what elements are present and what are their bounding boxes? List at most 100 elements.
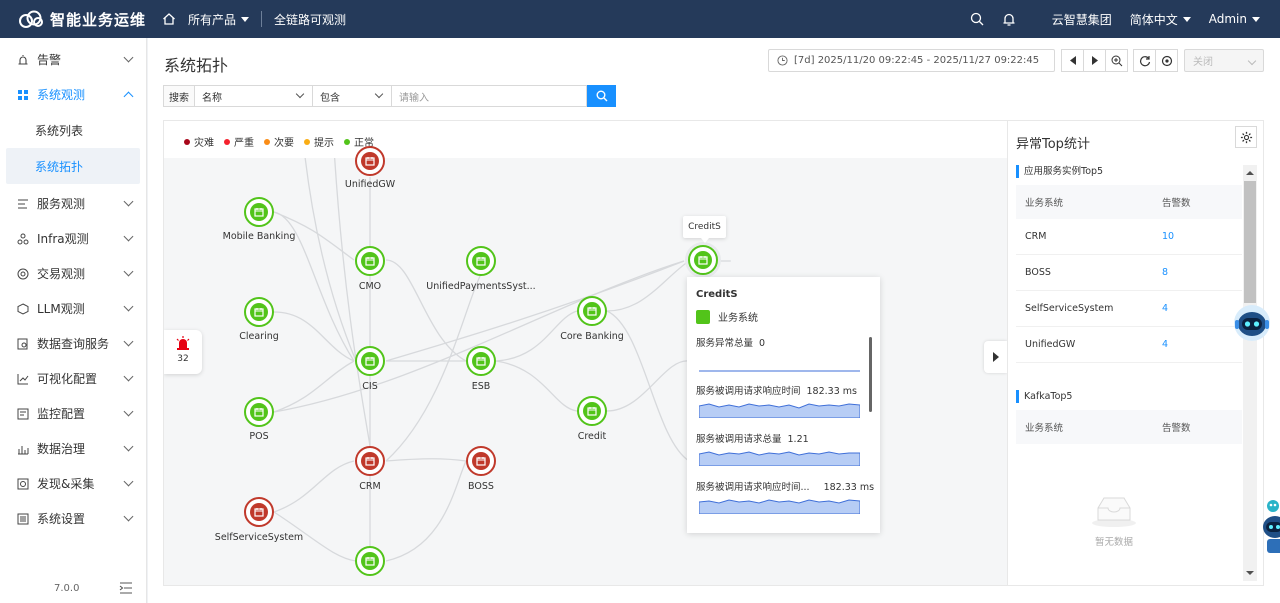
refresh-interval-select[interactable]: 关闭 <box>1184 49 1264 72</box>
search-operator-select[interactable]: 包含 <box>313 85 392 107</box>
sidebar-item-system-observe[interactable]: 系统观测 <box>0 77 146 112</box>
sidebar-subitem-system-topology[interactable]: 系统拓扑 <box>6 148 140 184</box>
popup-scrollbar[interactable] <box>869 337 872 412</box>
sidebar-subitem-system-list[interactable]: 系统列表 <box>35 123 84 138</box>
status-legend: 灾难 严重 次要 提示 正常 <box>184 134 374 149</box>
topology-node[interactable] <box>466 346 496 376</box>
auto-refresh-button[interactable] <box>1155 49 1178 72</box>
topology-graph[interactable]: UnifiedGW Mobile Banking CMO UnifiedPaym… <box>164 146 1007 585</box>
chevron-down-icon <box>123 511 134 522</box>
sidebar-item-discover[interactable]: 发现&采集 <box>0 466 146 501</box>
alarm-count: 32 <box>177 354 189 364</box>
cell-alarm-count[interactable]: 4 <box>1162 339 1169 350</box>
section-title: KafkaTop5 <box>1016 390 1072 403</box>
topology-node[interactable] <box>466 446 496 476</box>
legend-critical[interactable]: 严重 <box>224 134 254 149</box>
collapse-panel-button[interactable] <box>984 341 1007 373</box>
prev-range-button[interactable] <box>1061 49 1084 72</box>
sidebar-item-alarm[interactable]: 告警 <box>0 42 146 77</box>
cell-system: BOSS <box>1025 267 1051 278</box>
system-icon <box>17 89 29 101</box>
search-input[interactable]: 请输入 <box>392 85 587 107</box>
cell-alarm-count[interactable]: 10 <box>1162 231 1175 242</box>
sidebar-item-service[interactable]: 服务观测 <box>0 186 146 221</box>
topology-node[interactable] <box>244 197 274 227</box>
language-select[interactable]: 简体中文 <box>1130 11 1191 28</box>
user-name: Admin <box>1208 12 1247 26</box>
sidebar-item-query[interactable]: 数据查询服务 <box>0 326 146 361</box>
refresh-icon <box>1139 55 1150 66</box>
home-icon[interactable] <box>162 12 176 26</box>
cell-alarm-count[interactable]: 8 <box>1162 267 1169 278</box>
table-row[interactable]: BOSS 8 <box>1016 255 1242 291</box>
caret-up-icon <box>1246 171 1254 175</box>
topology-node-credits[interactable] <box>688 245 718 275</box>
main-content: 系统拓扑 [7d] 2025/11/20 09:22:45 - 2025/11/… <box>148 38 1280 603</box>
sidebar-item-trade[interactable]: 交易观测 <box>0 256 146 291</box>
empty-state: 暂无数据 <box>1090 494 1138 548</box>
panel-scrollbar[interactable] <box>1243 165 1257 581</box>
scrollbar-thumb[interactable] <box>1244 181 1256 303</box>
topology-node[interactable] <box>355 546 385 576</box>
topology-node[interactable] <box>577 396 607 426</box>
legend-dot <box>224 138 230 145</box>
breadcrumb[interactable]: 全链路可观测 <box>274 12 347 27</box>
sidebar-item-visual[interactable]: 可视化配置 <box>0 361 146 396</box>
app-icon <box>694 251 712 269</box>
sidebar-item-settings[interactable]: 系统设置 <box>0 501 146 536</box>
topology-node[interactable] <box>244 397 274 427</box>
node-label: UnifiedGW <box>344 179 396 190</box>
search-field-select[interactable]: 名称 <box>195 85 313 107</box>
legend-hint[interactable]: 提示 <box>304 134 334 149</box>
app-icon <box>361 152 379 170</box>
ai-assistant-icon[interactable] <box>1232 303 1272 343</box>
zoom-button[interactable] <box>1105 49 1128 72</box>
legend-minor[interactable]: 次要 <box>264 134 294 149</box>
panel-settings-button[interactable] <box>1235 126 1257 148</box>
sidebar-item-monitor[interactable]: 监控配置 <box>0 396 146 431</box>
legend-normal[interactable]: 正常 <box>344 134 374 149</box>
refresh-button[interactable] <box>1133 49 1156 72</box>
sidebar-item-llm[interactable]: LLM观测 <box>0 291 146 326</box>
sidebar-item-label: 可视化配置 <box>37 372 98 386</box>
legend-disaster[interactable]: 灾难 <box>184 134 214 149</box>
topology-node[interactable] <box>355 346 385 376</box>
node-label: Core Banking <box>560 331 624 342</box>
app-icon <box>250 403 268 421</box>
products-menu[interactable]: 所有产品 <box>162 11 250 28</box>
search-icon <box>596 90 607 102</box>
topology-node[interactable] <box>244 297 274 327</box>
section-title: 应用服务实例Top5 <box>1016 165 1103 178</box>
cell-alarm-count[interactable]: 4 <box>1162 303 1169 314</box>
time-range-picker[interactable]: [7d] 2025/11/20 09:22:45 - 2025/11/27 09… <box>768 49 1055 72</box>
chevron-down-icon <box>1182 16 1191 22</box>
topology-node[interactable] <box>577 296 607 326</box>
alarm-counter[interactable]: 32 <box>164 330 202 374</box>
topology-node[interactable] <box>466 246 496 276</box>
popup-title: CreditS <box>696 289 738 300</box>
legend-label: 正常 <box>354 138 374 149</box>
user-menu[interactable]: Admin <box>1209 12 1260 26</box>
topology-node[interactable] <box>355 146 385 176</box>
topology-node[interactable] <box>244 497 274 527</box>
topology-node[interactable] <box>355 246 385 276</box>
topology-node[interactable] <box>355 446 385 476</box>
refresh-interval-value: 关闭 <box>1193 57 1213 68</box>
sidebar-item-governance[interactable]: 数据治理 <box>0 431 146 466</box>
app-logo[interactable]: 智能业务运维 <box>0 9 148 30</box>
bell-icon[interactable] <box>1002 12 1016 27</box>
ai-helper-icon[interactable] <box>1257 497 1280 559</box>
sidebar-item-infra[interactable]: Infra观测 <box>0 221 146 256</box>
metric-label: 服务异常总量 <box>696 338 754 349</box>
sidebar-item-label: 告警 <box>37 53 62 67</box>
next-range-button[interactable] <box>1083 49 1106 72</box>
discover-icon <box>17 478 29 490</box>
org-name[interactable]: 云智慧集团 <box>1051 12 1112 27</box>
legend-label: 提示 <box>314 138 334 149</box>
search-button[interactable] <box>587 85 616 107</box>
search-icon[interactable] <box>970 12 984 26</box>
collapse-menu-icon[interactable] <box>119 581 133 595</box>
